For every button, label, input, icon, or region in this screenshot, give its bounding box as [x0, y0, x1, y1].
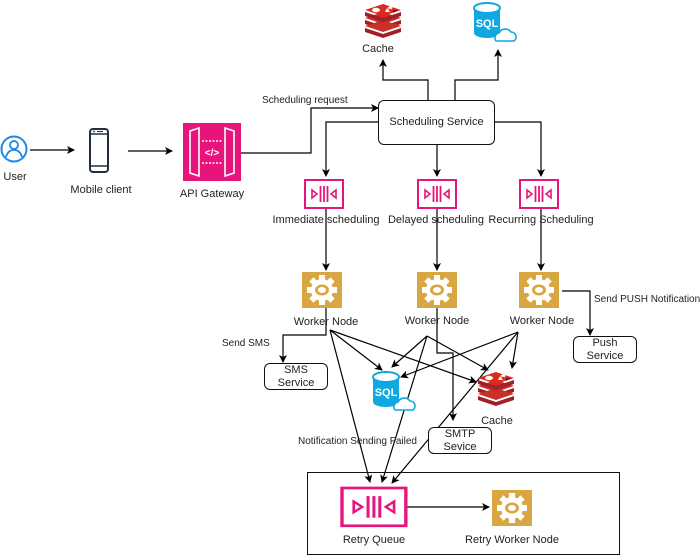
edge-worker3-to-sql: [400, 331, 519, 379]
sms-service-box[interactable]: SMS Service: [264, 363, 328, 390]
edge-worker1-to-retry: [329, 329, 373, 483]
edge-scheduling-to-immediate: [322, 121, 378, 177]
smtp-service-label: SMTP Sevice: [443, 427, 477, 453]
edges: [30, 49, 594, 511]
queue-icon-immediate: [304, 179, 344, 209]
push-service-label: Push Service: [586, 336, 624, 362]
gear-icon-worker-2: [417, 272, 457, 308]
mobile-phone-icon: [89, 128, 109, 173]
cache-bottom-label: Cache: [481, 415, 513, 427]
worker-node-3-label: Worker Node: [509, 315, 575, 327]
edge-scheduling-to-cache: [379, 59, 429, 100]
edge-worker2-to-sql: [391, 335, 428, 368]
notification-failed-label: Notification Sending Failed: [298, 436, 417, 447]
redis-icon-bottom: [478, 372, 514, 406]
gear-icon-worker-1: [302, 272, 342, 308]
retry-worker-node-label: Retry Worker Node: [465, 534, 559, 546]
edge-worker1-to-sms: [279, 308, 327, 363]
queue-icon-recurring: [519, 179, 559, 209]
redis-icon-top: [365, 4, 401, 38]
scheduling-service-label: Scheduling Service: [389, 116, 484, 128]
api-gateway-icon: </>: [183, 123, 241, 181]
svg-text:</>: </>: [205, 148, 220, 159]
sql-database-icon-bottom: [372, 371, 416, 411]
smtp-service-box[interactable]: SMTP Sevice: [428, 427, 492, 454]
user-icon: [0, 135, 28, 163]
edge-worker2-to-smtp: [436, 308, 457, 421]
edge-scheduling-to-recurring: [495, 121, 545, 177]
worker-node-1-label: Worker Node: [293, 316, 359, 328]
edge-worker3-to-cache: [509, 331, 519, 369]
recurring-scheduling-label: Recurring Scheduling: [488, 214, 594, 226]
queue-icon-delayed: [417, 179, 457, 209]
api-gateway-label: API Gateway: [179, 188, 245, 200]
send-push-label: Send PUSH Notification: [594, 294, 700, 305]
edge-worker3-to-retry: [391, 331, 519, 484]
edge-worker3-to-push: [562, 290, 594, 336]
push-service-box[interactable]: Push Service: [573, 336, 637, 363]
edge-worker1-to-cache: [329, 329, 477, 384]
retry-queue-label: Retry Queue: [342, 534, 406, 546]
sms-service-label: SMS Service: [277, 363, 315, 389]
worker-node-2-label: Worker Node: [404, 315, 470, 327]
user-label: User: [3, 171, 27, 183]
edge-gateway-to-scheduling: [241, 104, 379, 154]
gear-icon-worker-3: [519, 272, 559, 308]
sql-database-icon-top: [473, 2, 517, 42]
cache-top-label: Cache: [362, 43, 394, 55]
edge-worker1-to-sql: [329, 329, 383, 371]
mobile-client-label: Mobile client: [70, 184, 132, 196]
edge-scheduling-to-sql: [454, 49, 502, 100]
immediate-scheduling-label: Immediate scheduling: [272, 214, 380, 226]
edge-worker2-to-cache: [426, 335, 489, 371]
scheduling-service-box[interactable]: Scheduling Service: [378, 100, 495, 145]
delayed-scheduling-label: Delayed scheduling: [387, 214, 485, 226]
send-sms-label: Send SMS: [222, 338, 270, 349]
scheduling-request-label: Scheduling request: [262, 95, 348, 106]
